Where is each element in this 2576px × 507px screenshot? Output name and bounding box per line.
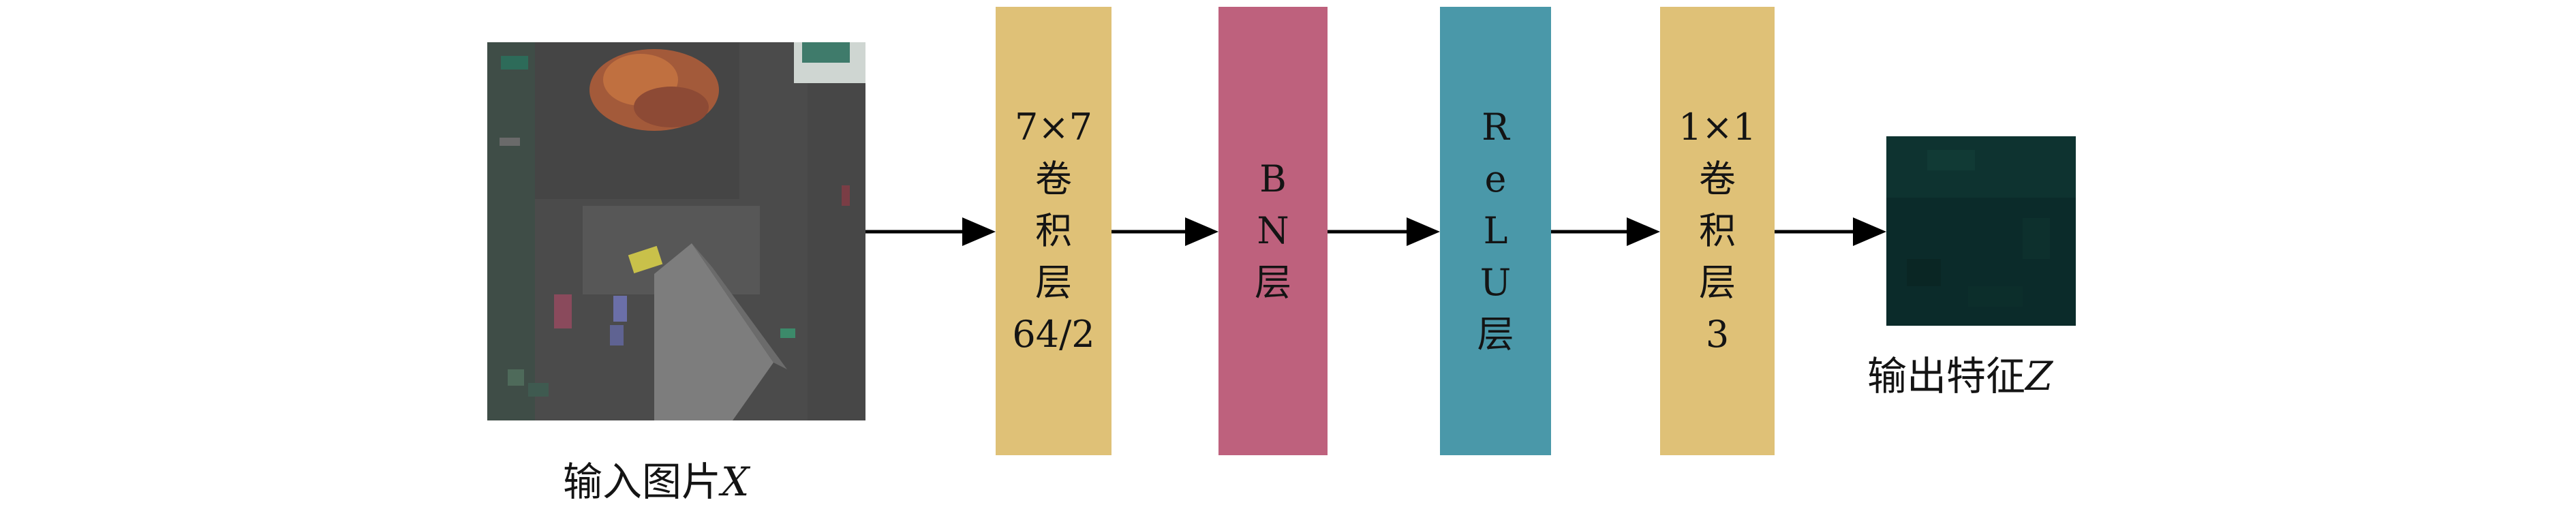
input-caption: 输入图片X — [563, 450, 749, 507]
conv7x7-line-2: 卷 — [1034, 157, 1072, 200]
relu-line-5: 层 — [1477, 313, 1514, 356]
conv7x7-line-4: 层 — [1034, 261, 1072, 304]
bn-line-2: N — [1257, 209, 1289, 252]
relu-line-4: U — [1479, 261, 1512, 304]
conv1x1-line-4: 层 — [1699, 261, 1736, 304]
conv1x1-block: 1×1 卷 积 层 3 — [1660, 7, 1775, 455]
arrowhead-5 — [1853, 217, 1886, 246]
conv1x1-line-2: 卷 — [1699, 157, 1736, 200]
bn-line-1: B — [1259, 157, 1287, 200]
relu-block: R e L U 层 — [1440, 7, 1551, 455]
conv1x1-line-3: 积 — [1699, 209, 1736, 252]
arrowhead-3 — [1407, 217, 1440, 246]
output-caption: 输出特征Z — [1867, 344, 2053, 401]
bn-block: B N 层 — [1218, 7, 1328, 455]
relu-line-3: L — [1483, 209, 1508, 252]
bn-line-3: 层 — [1255, 261, 1291, 304]
conv7x7-line-5: 64/2 — [1012, 313, 1095, 356]
relu-line-2: e — [1484, 157, 1507, 200]
output-caption-variable: Z — [2025, 353, 2053, 399]
conv1x1-line-1: 1×1 — [1678, 106, 1756, 149]
conv7x7-line-1: 7×7 — [1015, 106, 1092, 149]
conv7x7-block: 7×7 卷 积 层 64/2 — [996, 7, 1111, 455]
input-caption-variable: X — [721, 459, 750, 505]
output-feature-map — [1886, 136, 2076, 326]
output-caption-text: 输出特征 — [1867, 353, 2026, 399]
relu-line-1: R — [1482, 106, 1509, 149]
input-caption-text: 输入图片 — [563, 459, 722, 505]
conv7x7-line-3: 积 — [1034, 209, 1072, 252]
input-image — [487, 42, 865, 420]
arrowhead-2 — [1185, 217, 1218, 246]
conv1x1-line-5: 3 — [1705, 313, 1730, 356]
arrowhead-4 — [1627, 217, 1660, 246]
arrowhead-1 — [962, 217, 996, 246]
